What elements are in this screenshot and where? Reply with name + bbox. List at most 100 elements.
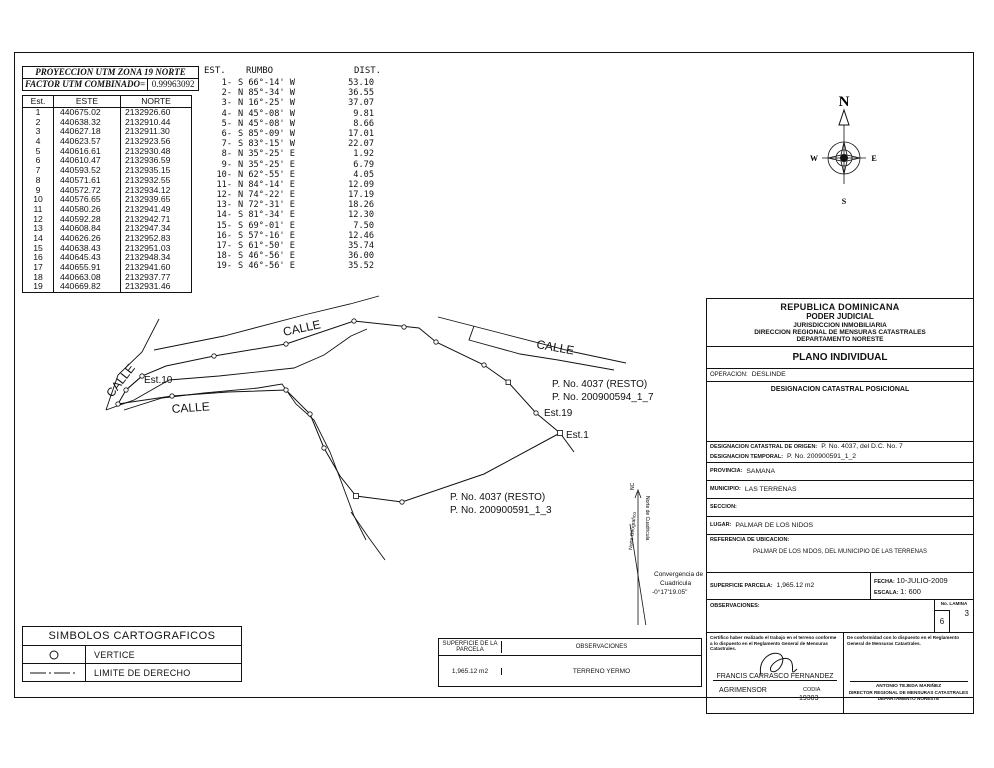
bearing-distance: 53.10: [348, 78, 374, 88]
col-est: Est.: [22, 95, 54, 108]
station-cell: 4: [22, 136, 54, 147]
bearing-distance: 17.19: [348, 190, 374, 201]
este-cell: 440623.57: [53, 136, 121, 147]
bearing-value: N 35°-25' E: [238, 149, 295, 160]
location-ref-label: REFERENCIA DE UBICACION:: [710, 536, 790, 543]
bearing-distance: 1.92: [353, 149, 374, 160]
norte-cell: 2132936.59: [125, 155, 171, 166]
col-este: ESTE: [53, 95, 121, 108]
station-labels: Est.10 Est.19 Est.1: [144, 375, 589, 441]
vertex: [211, 353, 217, 359]
sheet-total: 6: [935, 609, 950, 632]
convergence-label-1: Convergencia de: [654, 571, 704, 578]
norte-cell: 2132948.34: [125, 252, 171, 263]
station-cell: 8: [22, 175, 54, 185]
conformity-text: De conformidad con lo dispuesto en el Re…: [847, 634, 960, 646]
bearing-distance: 8.66: [353, 118, 374, 129]
province-value: SAMANA: [746, 467, 776, 475]
norte-cell: 2132951.03: [125, 242, 171, 253]
station-cell: 7: [22, 165, 54, 176]
legend-boundary-label: LIMITE DE DERECHO: [94, 667, 191, 678]
bearing-station: 18-: [216, 251, 232, 262]
place-label: LUGAR:: [710, 522, 732, 529]
norte-cell: 2132930.48: [125, 145, 171, 156]
vertex: [123, 387, 129, 393]
bearing-value: S 83°-15' W: [238, 139, 295, 150]
este-cell: 440616.61: [53, 146, 121, 156]
designation-box: DESIGNACION CATASTRAL POSICIONAL: [707, 382, 973, 442]
municipality-label: MUNICIPIO:: [710, 486, 741, 493]
este-cell: 440627.18: [53, 126, 121, 137]
bearing-value: S 66°-14' W: [238, 78, 295, 88]
norte-cell: 2132952.83: [125, 232, 171, 243]
province-row: PROVINCIA: SAMANA: [707, 463, 973, 481]
projection-title: PROYECCION UTM ZONA 19 NORTE: [22, 66, 199, 79]
designation-title: DESIGNACION CATASTRAL POSICIONAL: [770, 385, 910, 393]
station-label-19: Est.19: [544, 408, 573, 419]
parcel-label-4037-a: P. No. 4037 (RESTO): [552, 379, 647, 390]
location-ref-value: PALMAR DE LOS NIDOS, DEL MUNICIPIO DE LA…: [753, 548, 927, 555]
origin-value: P. No. 4037, del D.C. No. 7: [821, 443, 903, 451]
title-block-header: REPUBLICA DOMINICANA PODER JUDICIAL JURI…: [707, 299, 973, 347]
cartographic-legend: SIMBOLOS CARTOGRAFICOS VERTICE LIMITE DE…: [22, 626, 242, 682]
bearing-value: N 85°-34' W: [238, 88, 295, 99]
station-cell: 12: [22, 214, 54, 224]
bearing-station: 7-: [221, 139, 232, 150]
vertex: [401, 324, 407, 330]
bearings-header: EST. RUMBO DIST.: [204, 66, 404, 76]
location-ref-box: REFERENCIA DE UBICACION: PALMAR DE LOS N…: [707, 535, 973, 573]
este-cell: 440576.65: [53, 194, 121, 205]
bearing-distance: 12.46: [348, 230, 374, 241]
norte-cell: 2132932.55: [125, 174, 171, 185]
station-cell: 6: [22, 155, 54, 166]
este-cell: 440638.43: [53, 243, 121, 253]
temporary-value: P. No. 200900591_1_2: [787, 453, 857, 461]
legend-vertex-label: VERTICE: [94, 649, 135, 660]
operation-value: DESLINDE: [751, 371, 786, 379]
station-cell: 19: [22, 281, 54, 293]
vertex: [115, 401, 121, 407]
parcel-labels: P. No. 4037 (RESTO) P. No. 200900594_1_7…: [450, 379, 654, 516]
bearing-distance: 7.50: [353, 220, 374, 231]
surface-value: 1,965.12 m2: [776, 582, 815, 590]
legend-row-boundary: LIMITE DE DERECHO: [23, 664, 241, 681]
este-cell: 440610.47: [53, 155, 121, 166]
municipality-row: MUNICIPIO: LAS TERRENAS: [707, 481, 973, 499]
north-label: N: [839, 94, 850, 110]
bearing-station: 5-: [221, 118, 232, 129]
bearing-value: N 62°-55' E: [238, 169, 295, 180]
bearing-distance: 35.74: [348, 241, 374, 251]
republic-title: REPUBLICA DOMINICANA: [780, 302, 900, 312]
direction-title: DIRECCION REGIONAL DE MENSURAS CATASTRAL…: [754, 329, 926, 336]
calle-right-north-edge: [437, 316, 627, 364]
vertex: [321, 445, 327, 451]
bearing-distance: 9.81: [353, 108, 374, 119]
este-cell: 440669.82: [53, 281, 121, 293]
surveyor-signature-icon: [759, 652, 798, 676]
power-title: PODER JUDICIAL: [806, 312, 874, 322]
signature-area: Certifico haber realizado el trabajo en …: [707, 632, 973, 713]
place-row: LUGAR: PALMAR DE LOS NIDOS: [707, 517, 973, 535]
bearing-station: 14-: [216, 210, 232, 221]
department-title: DEPARTAMENTO NORESTE: [796, 336, 884, 344]
utm-factor-label: FACTOR UTM COMBINADO=: [25, 79, 146, 89]
temporary-label: DESIGNACION TEMPORAL:: [710, 453, 784, 460]
operation-row: OPERACION: DESLINDE: [707, 369, 973, 382]
certification-text: Certifico haber realizado el trabajo en …: [710, 634, 837, 652]
director-signature-block: De conformidad con lo dispuesto en el Re…: [844, 633, 973, 713]
col-station: EST.: [204, 66, 226, 76]
convergence-label-2: Cuadricula: [660, 580, 691, 587]
compass-rose: N W E S: [810, 94, 877, 206]
